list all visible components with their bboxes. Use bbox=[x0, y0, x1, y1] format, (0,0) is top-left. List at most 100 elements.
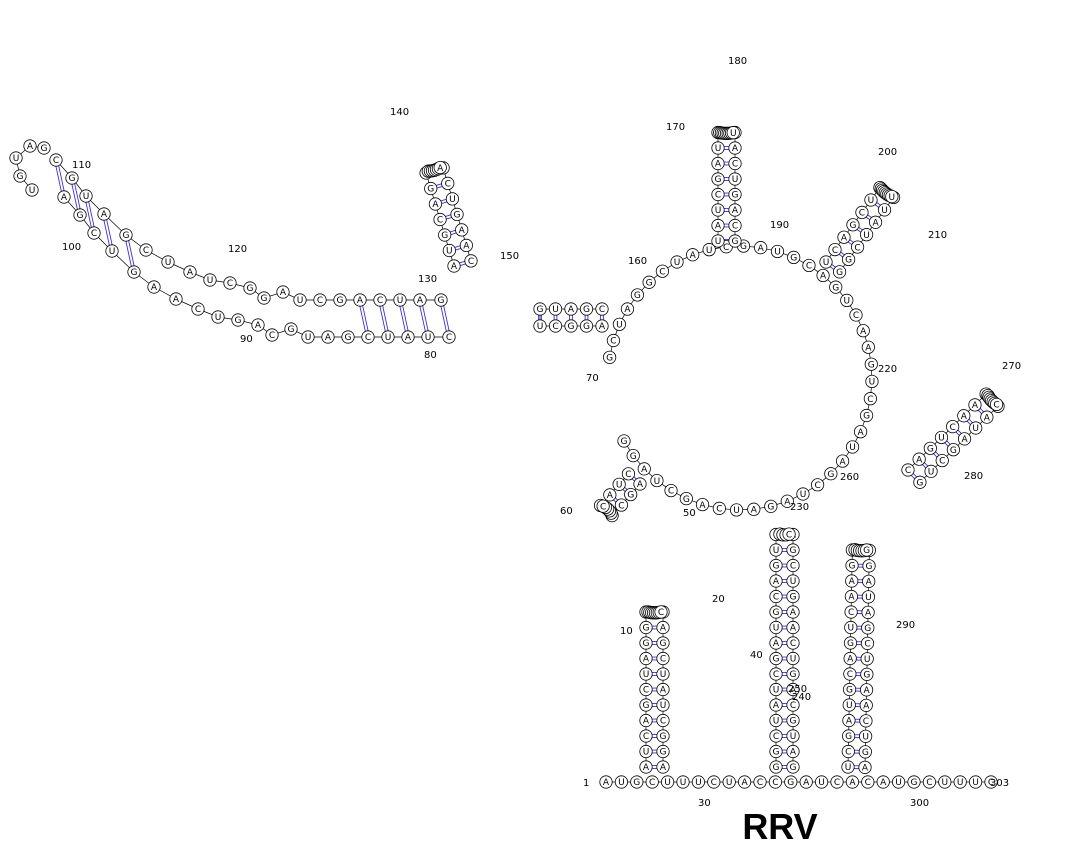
svg-text:A: A bbox=[880, 778, 887, 788]
svg-text:A: A bbox=[732, 206, 739, 216]
nucleotide: U bbox=[722, 775, 736, 789]
nucleotide: A bbox=[754, 241, 768, 255]
svg-text:U: U bbox=[800, 490, 807, 500]
nucleotide: G bbox=[341, 330, 355, 344]
svg-text:U: U bbox=[726, 778, 733, 788]
svg-text:U: U bbox=[869, 378, 876, 388]
nucleotide: A bbox=[845, 574, 859, 588]
nucleotide: U bbox=[786, 574, 800, 588]
nucleotide: G bbox=[679, 491, 693, 506]
nucleotide: G bbox=[784, 775, 798, 789]
svg-text:G: G bbox=[790, 254, 797, 264]
svg-text:C: C bbox=[853, 311, 859, 321]
svg-text:G: G bbox=[863, 412, 870, 422]
nucleotide: C bbox=[810, 478, 825, 492]
svg-text:C: C bbox=[863, 717, 869, 727]
nucleotide: A bbox=[321, 330, 335, 344]
nucleotide: U bbox=[25, 183, 39, 197]
nucleotide: C bbox=[139, 243, 153, 257]
svg-text:U: U bbox=[643, 670, 650, 680]
svg-text:C: C bbox=[711, 778, 717, 788]
nucleotide: G bbox=[603, 350, 617, 364]
nucleotide: A bbox=[595, 319, 609, 333]
svg-text:G: G bbox=[261, 294, 268, 304]
svg-text:U: U bbox=[715, 144, 722, 154]
svg-text:U: U bbox=[616, 481, 623, 491]
svg-text:G: G bbox=[646, 278, 653, 288]
svg-text:C: C bbox=[949, 423, 955, 433]
svg-text:A: A bbox=[860, 327, 867, 337]
svg-text:A: A bbox=[839, 457, 846, 467]
svg-text:A: A bbox=[872, 218, 879, 228]
position-label: 20 bbox=[712, 594, 725, 605]
nucleotide: A bbox=[695, 497, 710, 512]
nucleotide: U bbox=[859, 228, 874, 242]
svg-text:A: A bbox=[863, 702, 870, 712]
svg-text:U: U bbox=[818, 778, 825, 788]
svg-text:A: A bbox=[660, 624, 667, 634]
svg-text:A: A bbox=[865, 343, 872, 353]
svg-text:U: U bbox=[773, 546, 780, 556]
svg-text:U: U bbox=[862, 733, 869, 743]
nucleotide: A bbox=[637, 462, 651, 476]
svg-text:A: A bbox=[858, 428, 865, 438]
nucleotide: C bbox=[606, 333, 621, 348]
nucleotide: G bbox=[764, 499, 778, 513]
nucleotide: A bbox=[711, 156, 725, 171]
svg-text:U: U bbox=[695, 778, 702, 788]
position-label: 210 bbox=[928, 230, 947, 241]
svg-text:G: G bbox=[790, 593, 797, 603]
nucleotide: U bbox=[445, 192, 459, 206]
position-label: 303 bbox=[990, 778, 1009, 789]
svg-text:U: U bbox=[881, 206, 888, 216]
svg-text:G: G bbox=[773, 562, 780, 572]
nucleotide: U bbox=[769, 620, 783, 635]
nucleotide: C bbox=[655, 264, 670, 278]
svg-text:G: G bbox=[849, 221, 856, 231]
nucleotide: G bbox=[786, 543, 800, 557]
svg-text:G: G bbox=[863, 546, 870, 556]
svg-text:U: U bbox=[660, 701, 667, 711]
svg-text:A: A bbox=[643, 717, 650, 727]
nucleotide: A bbox=[433, 160, 447, 175]
nucleotide: U bbox=[548, 302, 563, 316]
svg-text:A: A bbox=[357, 296, 364, 306]
svg-text:C: C bbox=[659, 267, 665, 277]
nucleotide: C bbox=[850, 240, 865, 254]
svg-text:G: G bbox=[845, 732, 852, 742]
svg-text:G: G bbox=[643, 624, 650, 634]
svg-text:U: U bbox=[889, 193, 896, 203]
nucleotide: U bbox=[891, 775, 906, 789]
nucleotide: C bbox=[946, 419, 960, 434]
svg-text:G: G bbox=[773, 608, 780, 618]
nucleotide: C bbox=[621, 467, 636, 481]
nucleotide: G bbox=[656, 744, 670, 759]
svg-text:A: A bbox=[790, 608, 797, 618]
svg-text:G: G bbox=[634, 291, 641, 301]
nucleotide: U bbox=[421, 330, 435, 344]
position-label: 1 bbox=[583, 778, 589, 789]
svg-text:G: G bbox=[790, 546, 797, 556]
nucleotide: G bbox=[786, 589, 800, 604]
nucleotide: G bbox=[656, 636, 670, 650]
nucleotide: A bbox=[97, 207, 111, 221]
nucleotide: A bbox=[769, 636, 783, 650]
svg-text:G: G bbox=[849, 562, 856, 572]
svg-text:A: A bbox=[280, 288, 287, 298]
svg-text:G: G bbox=[868, 360, 875, 370]
nucleotide: U bbox=[105, 244, 119, 258]
nucleotide: C bbox=[841, 744, 855, 759]
position-label: 160 bbox=[628, 256, 647, 267]
position-label: 140 bbox=[390, 107, 409, 118]
svg-text:C: C bbox=[832, 246, 838, 256]
nucleotide: G bbox=[284, 322, 298, 336]
nucleotide: G bbox=[843, 636, 858, 650]
svg-text:G: G bbox=[630, 452, 637, 462]
svg-text:A: A bbox=[61, 193, 68, 203]
nucleotide: G bbox=[257, 291, 271, 305]
svg-text:U: U bbox=[449, 195, 456, 205]
nucleotide: A bbox=[968, 398, 982, 412]
nucleotide: G bbox=[65, 171, 79, 185]
nucleotide: A bbox=[728, 141, 742, 155]
nucleotide: A bbox=[861, 605, 875, 619]
